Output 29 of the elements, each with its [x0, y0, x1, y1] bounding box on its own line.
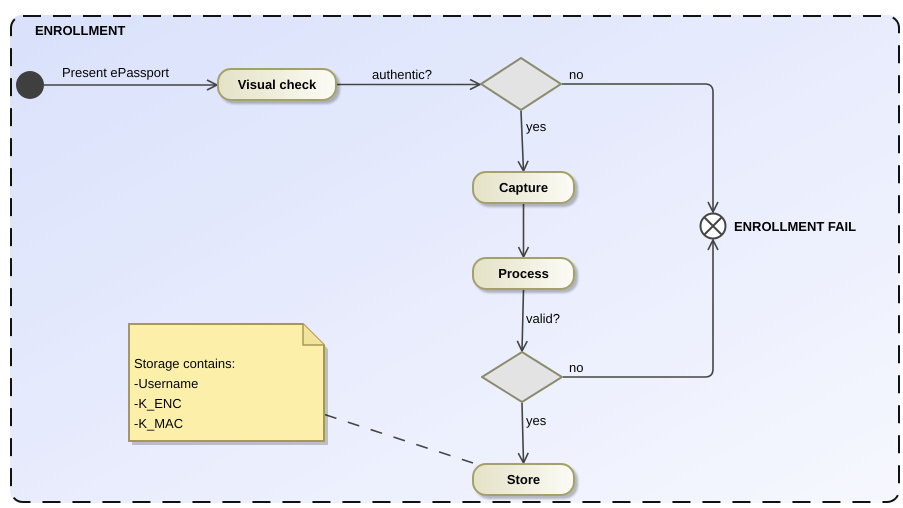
flow-final-node — [699, 212, 727, 240]
action-box: Process — [472, 257, 575, 290]
decision-diamond — [481, 351, 563, 403]
activity-frame — [10, 15, 900, 503]
action-box: Store — [472, 463, 575, 496]
edge-label: authentic? — [372, 67, 432, 82]
arrow — [517, 402, 530, 464]
note-text: Storage contains: -Username -K_ENC -K_MAC — [134, 355, 236, 433]
node-caption: ENROLLMENT FAIL — [734, 218, 856, 236]
action-box: Capture — [472, 171, 575, 204]
arrow — [518, 204, 530, 258]
note-box — [128, 323, 325, 442]
edge-label: no — [569, 67, 584, 82]
arrow — [563, 239, 719, 378]
edge-label: yes — [526, 119, 546, 134]
arrow — [562, 83, 719, 213]
frame-title: ENROLLMENT — [35, 22, 126, 40]
arrow — [337, 78, 481, 90]
dashed-connector — [324, 414, 474, 464]
decision-diamond — [480, 57, 562, 111]
arrow — [516, 290, 528, 352]
arrow — [44, 79, 218, 91]
edge-label: Present ePassport — [62, 65, 169, 80]
arrow — [517, 110, 529, 172]
edge-label: no — [569, 360, 584, 375]
initial-node — [16, 71, 44, 99]
edge-label: yes — [526, 413, 546, 428]
action-box: Visual check — [217, 68, 337, 101]
edge-label: valid? — [526, 311, 560, 326]
